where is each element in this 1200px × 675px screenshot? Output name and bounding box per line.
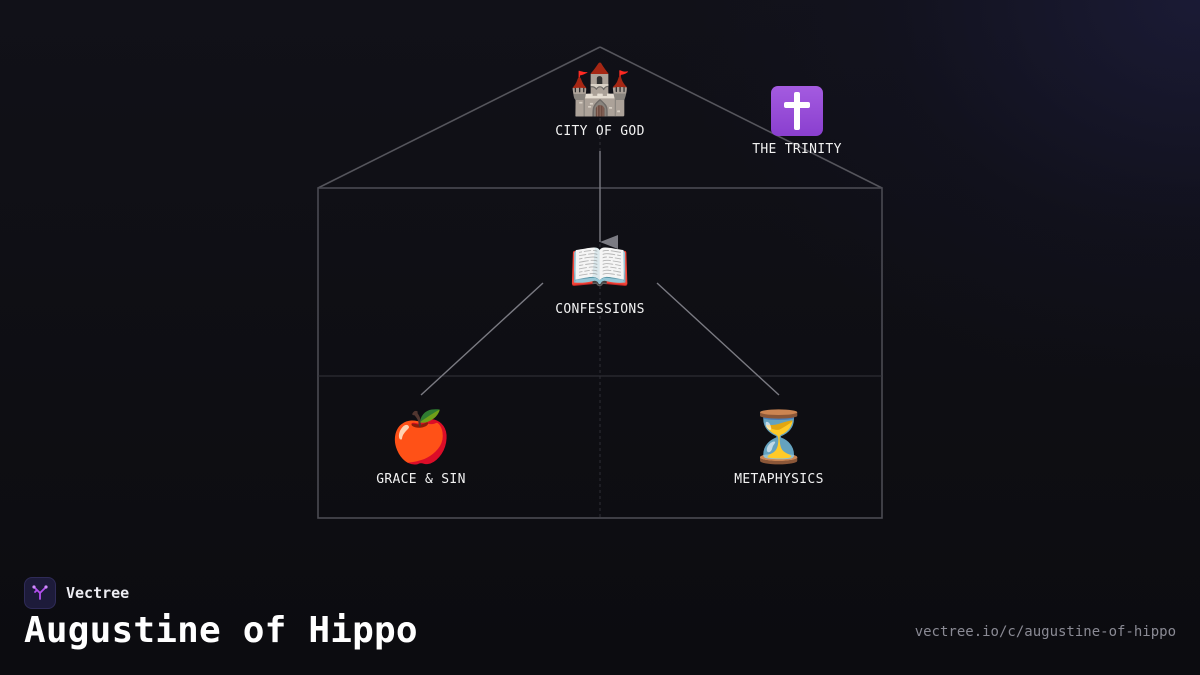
brand[interactable]: Vectree (24, 577, 129, 609)
tree-branch-icon (24, 577, 56, 609)
node-label: CITY OF GOD (555, 124, 645, 139)
node-label: GRACE & SIN (376, 472, 466, 487)
brand-name: Vectree (66, 584, 130, 602)
node-label: THE TRINITY (752, 142, 842, 157)
page-url[interactable]: vectree.io/c/augustine-of-hippo (914, 624, 1176, 640)
node-the-trinity[interactable]: THE TRINITY (717, 78, 877, 157)
edge-confessions-to-grace-and-sin (420, 282, 544, 396)
node-metaphysics[interactable]: ⏳ METAPHYSICS (699, 408, 859, 487)
node-grace-and-sin[interactable]: 🍎 GRACE & SIN (341, 408, 501, 487)
latin-cross-icon (717, 78, 877, 136)
roof-left-line (317, 46, 601, 189)
castle-icon: 🏰 (568, 60, 632, 118)
diagram-frame (317, 46, 883, 519)
open-book-icon: 📖 (568, 238, 632, 296)
node-label: METAPHYSICS (734, 472, 824, 487)
page-title: Augustine of Hippo (24, 610, 418, 651)
node-label: CONFESSIONS (555, 302, 645, 317)
roof-right-line (599, 46, 883, 189)
edge-confessions-to-metaphysics (656, 282, 780, 396)
red-apple-icon: 🍎 (389, 408, 453, 466)
node-confessions[interactable]: 📖 CONFESSIONS (520, 238, 680, 317)
hourglass-icon: ⏳ (747, 408, 811, 466)
node-city-of-god[interactable]: 🏰 CITY OF GOD (520, 60, 680, 139)
